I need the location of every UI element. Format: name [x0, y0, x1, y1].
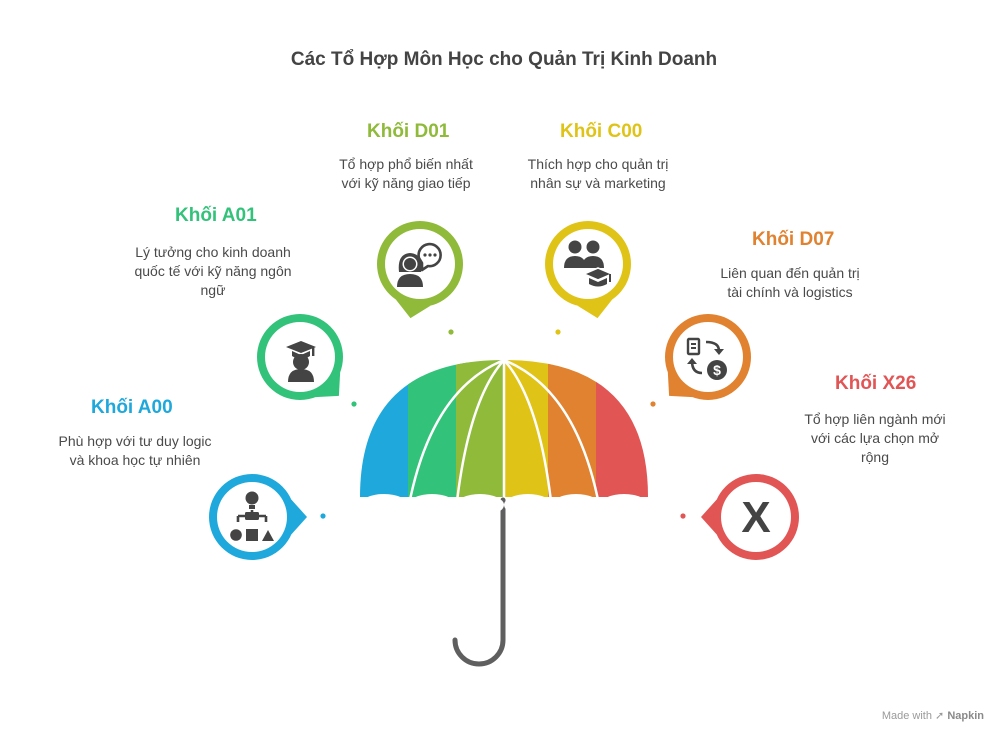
canopy-segment-d01 — [456, 360, 506, 497]
rain-drops — [320, 329, 686, 519]
badge-face — [673, 322, 743, 392]
drop-a00 — [320, 513, 326, 519]
umbrella-canopy — [360, 360, 648, 497]
group-x26-heading: Khối X26 — [835, 373, 917, 394]
group-a01-heading: Khối A01 — [175, 205, 257, 226]
drop-x26 — [680, 513, 686, 519]
page-title: Các Tổ Hợp Môn Học cho Quản Trị Kinh Doa… — [290, 49, 718, 70]
watermark-brand: Napkin — [947, 710, 984, 722]
watermark-prefix: Made with — [881, 710, 932, 722]
group-d01-description: Tổ hợp phổ biến nhất với kỹ năng giao ti… — [339, 156, 473, 191]
group-x26-description: Tổ hợp liên ngành mới với các lựa chọn m… — [804, 411, 946, 465]
hierarchy-shapes-icon — [230, 491, 274, 541]
drop-c00 — [555, 329, 561, 335]
graduate-icon — [286, 341, 316, 382]
group-c00-heading: Khối C00 — [560, 121, 643, 142]
speaking-person-icon — [397, 242, 442, 287]
badge-pointer — [701, 499, 717, 535]
x-letter-icon: X — [741, 493, 770, 542]
finance-exchange-icon: $ — [686, 337, 727, 380]
group-d07-heading: Khối D07 — [752, 229, 835, 250]
group-d01-heading: Khối D01 — [367, 121, 450, 142]
badge-d07 — [665, 314, 751, 400]
group-a00-heading: Khối A00 — [91, 397, 173, 418]
canopy-segment-c00 — [504, 360, 554, 497]
people-graduate-icon — [564, 240, 614, 287]
canopy-segment-x26 — [596, 360, 648, 497]
badge-pointer — [291, 499, 307, 535]
canopy-scallops — [360, 494, 648, 516]
drop-a01 — [351, 401, 357, 407]
watermark: Made with ➚ Napkin — [882, 709, 984, 722]
badge-c00 — [545, 221, 631, 319]
group-d07-description: Liên quan đến quản trị tài chính và logi… — [720, 265, 860, 300]
badge-face — [721, 482, 791, 552]
group-a00-description: Phù hợp với tư duy logic và khoa học tự … — [58, 433, 212, 468]
umbrella-handle — [452, 497, 506, 667]
badge-x26 — [701, 474, 799, 560]
group-a01-description: Lý tưởng cho kinh doanh quốc tế với kỹ n… — [134, 244, 292, 298]
drop-d07 — [650, 401, 656, 407]
napkin-logo-icon: ➚ — [935, 710, 945, 722]
group-c00-description: Thích hợp cho quản trị nhân sự và market… — [527, 156, 669, 191]
drop-d01 — [448, 329, 454, 335]
svg-text:$: $ — [713, 362, 721, 378]
